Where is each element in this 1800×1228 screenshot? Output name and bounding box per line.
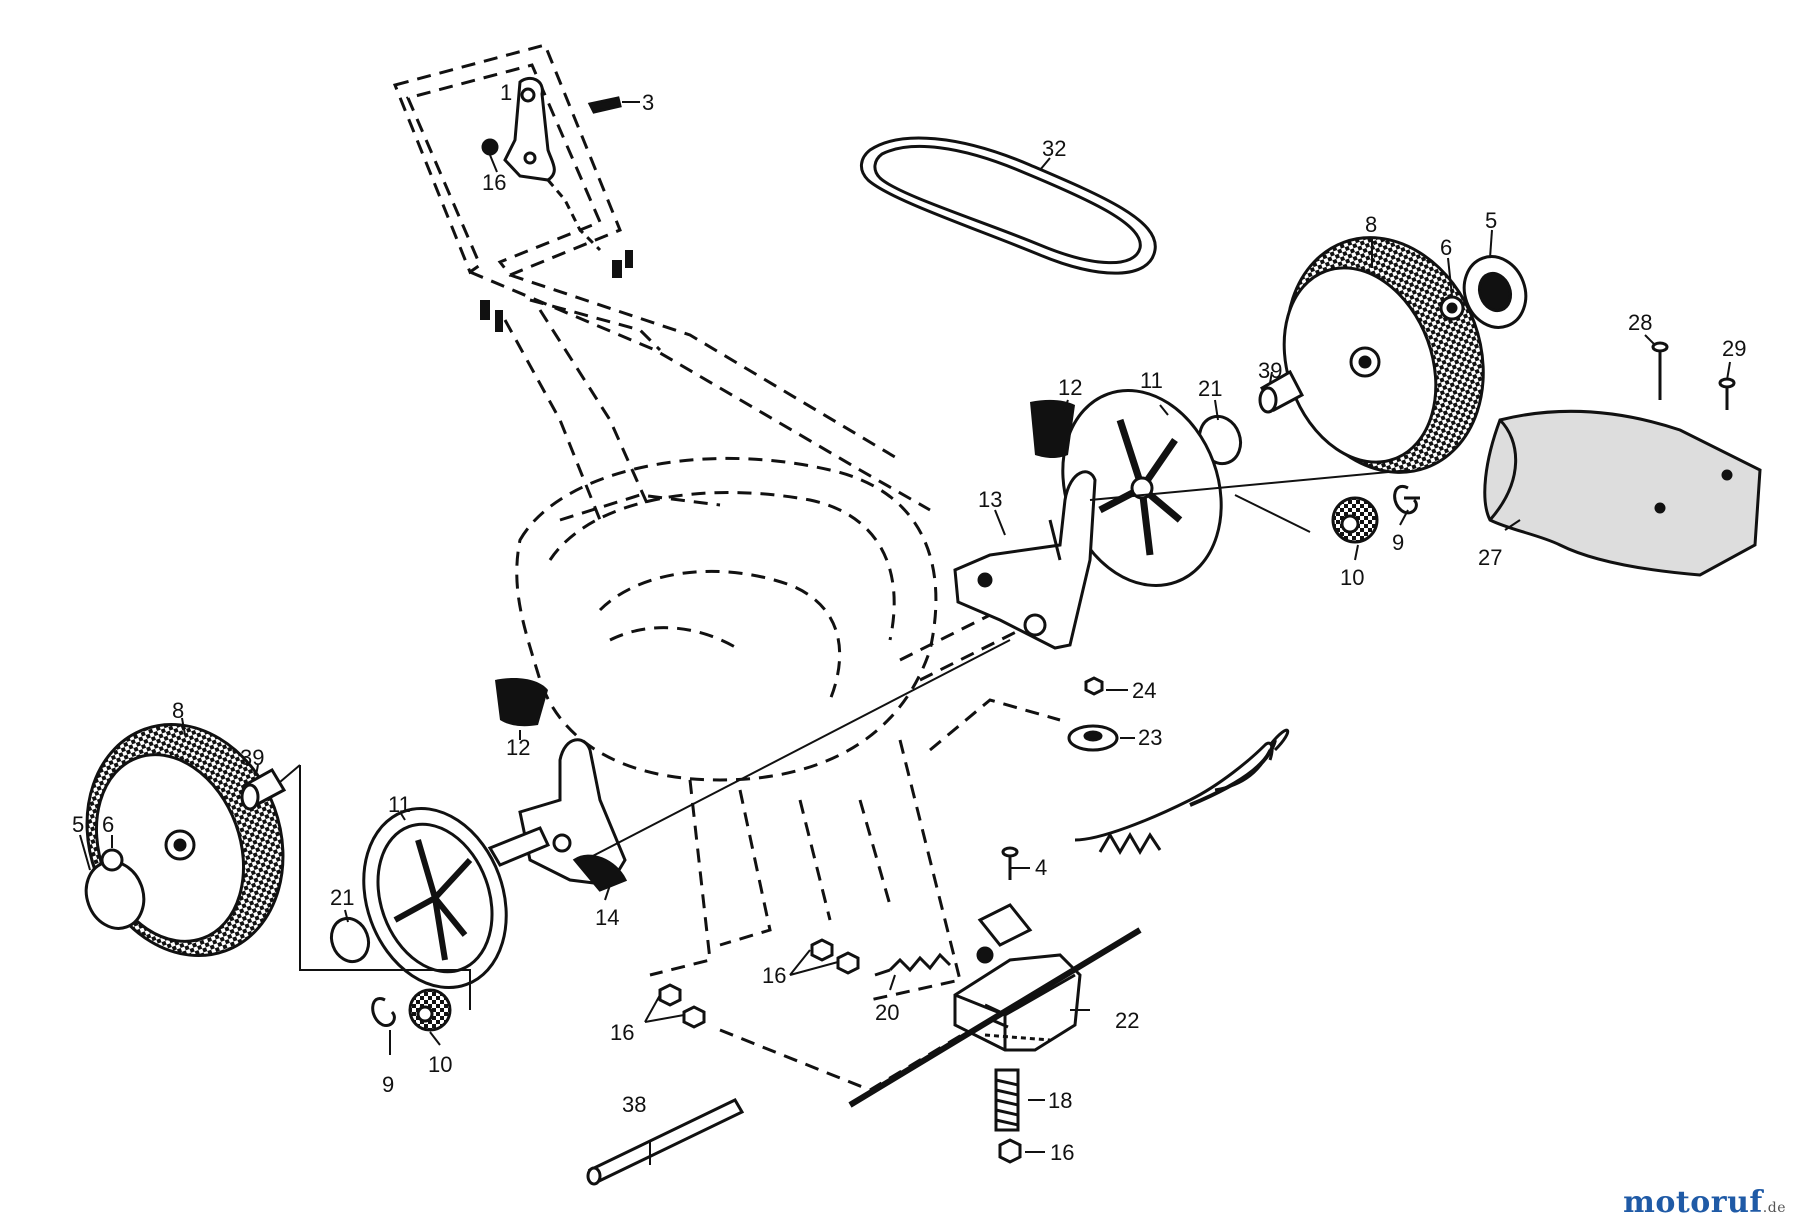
clip-9-left (371, 997, 396, 1028)
label-16: 16 (482, 170, 506, 195)
handle-clip-marks (480, 250, 633, 332)
bushing-39-right (1258, 369, 1305, 414)
label-32: 32 (1042, 136, 1066, 161)
label-23: 23 (1138, 725, 1162, 750)
return-spring (1098, 832, 1162, 855)
label-14: 14 (595, 905, 619, 930)
label-6: 6 (102, 812, 114, 837)
hubcap-11-left (362, 806, 508, 990)
label-5: 5 (1485, 208, 1497, 233)
label-21: 21 (1198, 376, 1222, 401)
label-16: 16 (610, 1020, 634, 1045)
drive-shaft (848, 927, 1142, 1108)
label-1: 1 (500, 80, 512, 105)
label-21: 21 (330, 885, 354, 910)
label-13: 13 (978, 487, 1002, 512)
bushing-39-left (240, 767, 287, 811)
height-adjuster-14 (487, 738, 628, 892)
label-5: 5 (72, 812, 84, 837)
clip-9-right (1393, 484, 1420, 515)
label-38: 38 (622, 1092, 646, 1117)
drive-belt (860, 136, 1157, 275)
label-11: 11 (1140, 368, 1163, 393)
hubcap-11-right (1061, 389, 1223, 587)
washer-21-left (329, 916, 371, 964)
screw-29 (1718, 377, 1736, 410)
screw-28 (1651, 341, 1669, 400)
control-lever (481, 77, 622, 252)
watermark-brand: motoruf (1623, 1185, 1763, 1220)
cable-assembly (1074, 728, 1290, 842)
spring-18 (994, 1068, 1020, 1132)
label-8: 8 (1365, 212, 1377, 237)
leader-lines-right (1089, 469, 1411, 533)
label-11: 11 (388, 792, 411, 817)
nut-6-right (1439, 295, 1465, 321)
axle-rod-38 (586, 1098, 745, 1186)
label-16: 16 (1050, 1140, 1074, 1165)
leader-lines-left (279, 639, 1011, 1010)
label-10: 10 (428, 1052, 452, 1077)
label-10: 10 (1340, 565, 1364, 590)
pulley-23 (1067, 724, 1119, 752)
label-39: 39 (240, 745, 264, 770)
label-9: 9 (382, 1072, 394, 1097)
label-20: 20 (875, 1000, 899, 1025)
label-3: 3 (642, 90, 654, 115)
handle-grip-12-left (495, 678, 548, 727)
part-labels: 1 3 16 32 8 6 5 28 29 12 11 21 39 13 9 1… (72, 80, 1746, 1165)
label-12: 12 (1058, 375, 1082, 400)
handle-grip-12-right (1030, 399, 1075, 459)
label-6: 6 (1440, 235, 1452, 260)
pinion-gear-10-left (408, 988, 452, 1032)
label-22: 22 (1115, 1008, 1139, 1033)
spring-20 (874, 952, 952, 977)
label-39: 39 (1258, 358, 1282, 383)
label-27: 27 (1478, 545, 1502, 570)
watermark-logo: motoruf.de (1623, 1185, 1786, 1220)
label-9: 9 (1392, 530, 1404, 555)
nut-16-lower (998, 1138, 1022, 1164)
height-adjuster-13 (953, 470, 1097, 650)
label-24: 24 (1132, 678, 1156, 703)
nut-6-left (100, 848, 124, 872)
wheel-cap-5-right (1462, 255, 1528, 329)
bolt-4 (1001, 846, 1019, 880)
label-leaders (79, 101, 1731, 1165)
label-8: 8 (172, 698, 184, 723)
label-29: 29 (1722, 336, 1746, 361)
rear-right-wheel-8 (1282, 236, 1485, 474)
rear-cover-27 (1483, 409, 1762, 577)
label-18: 18 (1048, 1088, 1072, 1113)
label-4: 4 (1035, 855, 1047, 880)
label-16: 16 (762, 963, 786, 988)
pinion-gear-10-right (1331, 496, 1379, 544)
nut-24 (1084, 676, 1104, 696)
label-28: 28 (1628, 310, 1652, 335)
front-left-wheel-8 (85, 722, 285, 958)
watermark-domain: .de (1762, 1200, 1786, 1216)
nuts-16-mid (658, 938, 860, 1029)
label-12: 12 (506, 735, 530, 760)
